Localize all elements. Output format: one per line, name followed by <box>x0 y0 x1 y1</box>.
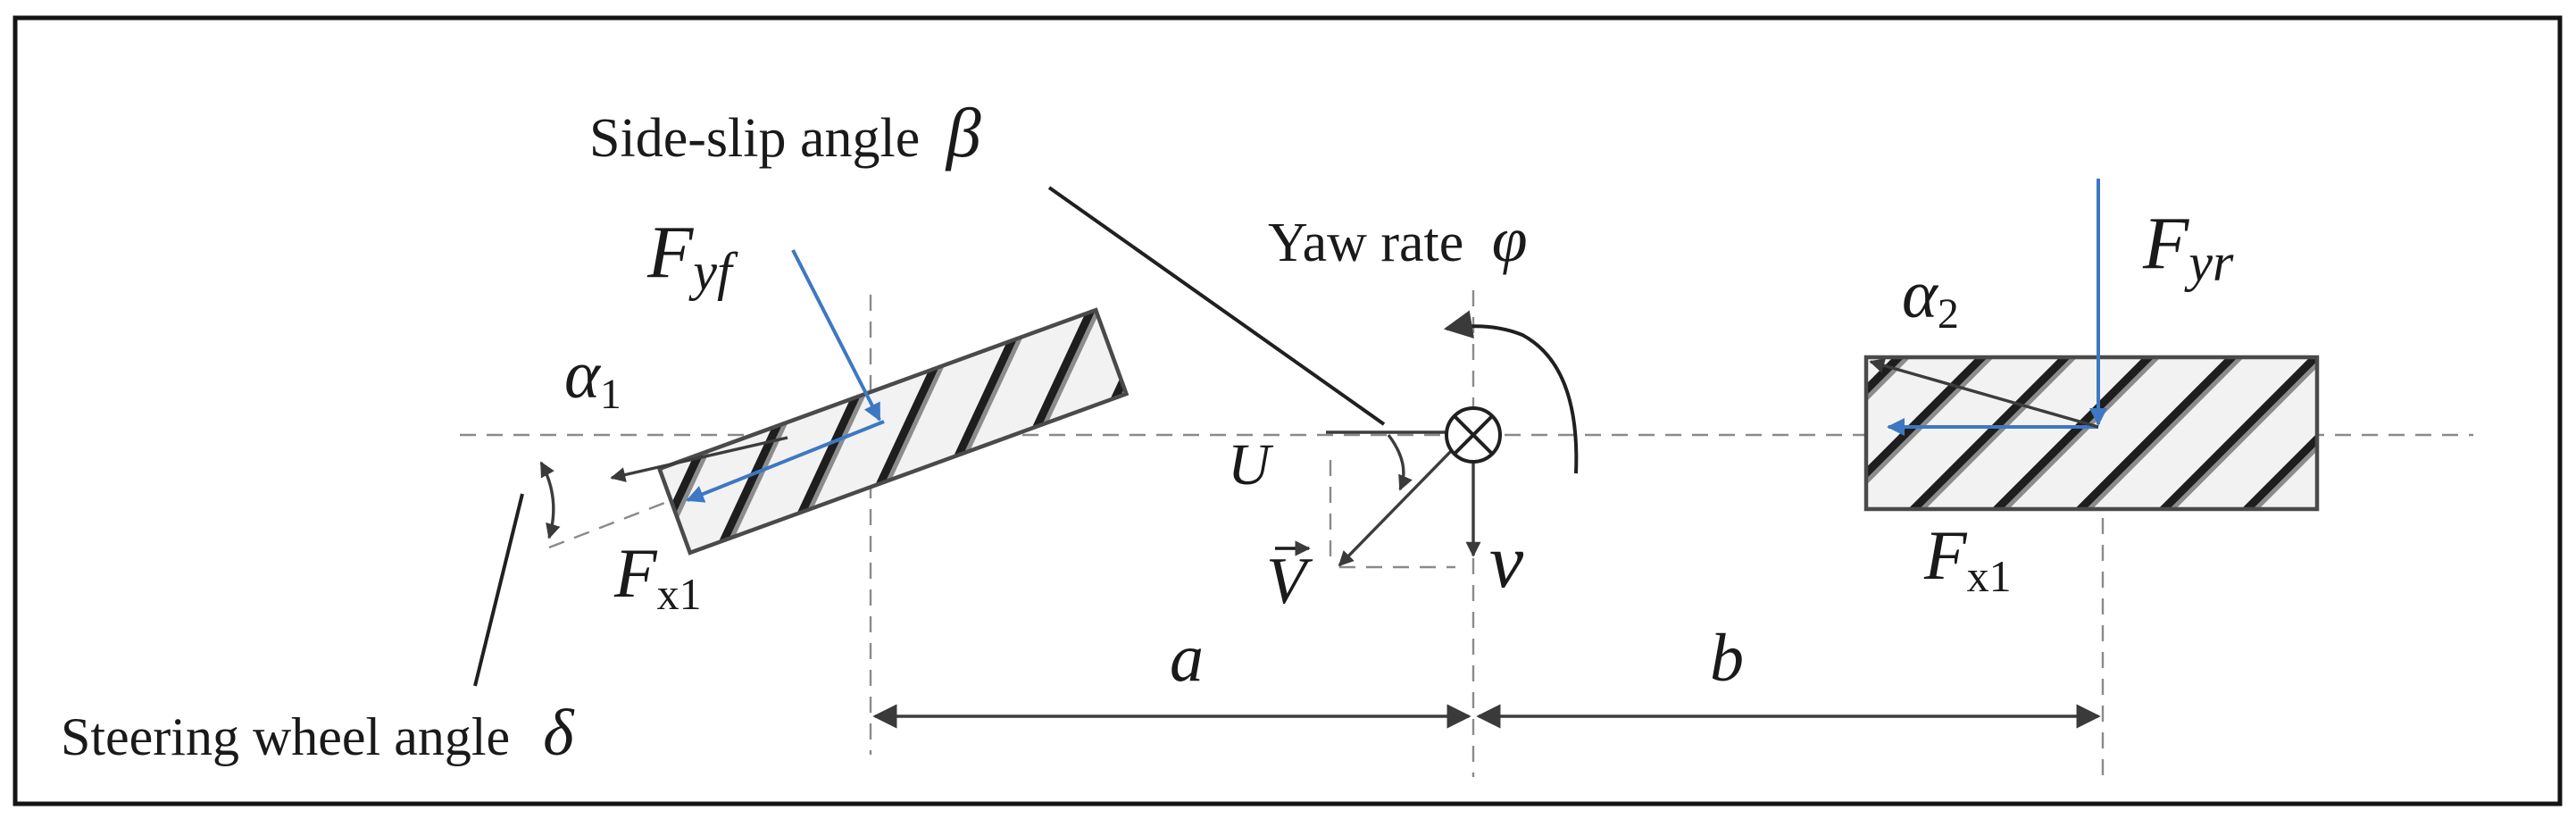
f-x1-rear-label: Fx1 <box>1923 516 2012 601</box>
front-forces <box>473 249 885 687</box>
v-vector-label: V <box>1266 540 1313 618</box>
f-yf-label: Fyf <box>646 211 738 301</box>
b-label: b <box>1710 621 1744 696</box>
alpha1-label: α1 <box>564 338 621 418</box>
f-x1-front-label: Fx1 <box>613 534 702 619</box>
svg-text:V: V <box>1266 545 1313 618</box>
v-lateral-label: v <box>1489 518 1524 604</box>
text-labels: Side-slip angle β Yaw rate φ Steering wh… <box>61 94 2234 770</box>
front-tire <box>656 307 1130 556</box>
side-slip-label: Side-slip angle β <box>589 94 981 171</box>
u-label: U <box>1228 432 1274 497</box>
cog-velocity <box>1047 186 1579 567</box>
f-yr-label: Fyr <box>2142 202 2234 292</box>
steering-angle-label: Steering wheel angle δ <box>61 697 575 770</box>
a-label: a <box>1170 621 1204 696</box>
alpha2-label: α2 <box>1902 257 1959 338</box>
yaw-rate-label: Yaw rate φ <box>1268 204 1528 275</box>
rear-forces <box>1869 179 2107 436</box>
